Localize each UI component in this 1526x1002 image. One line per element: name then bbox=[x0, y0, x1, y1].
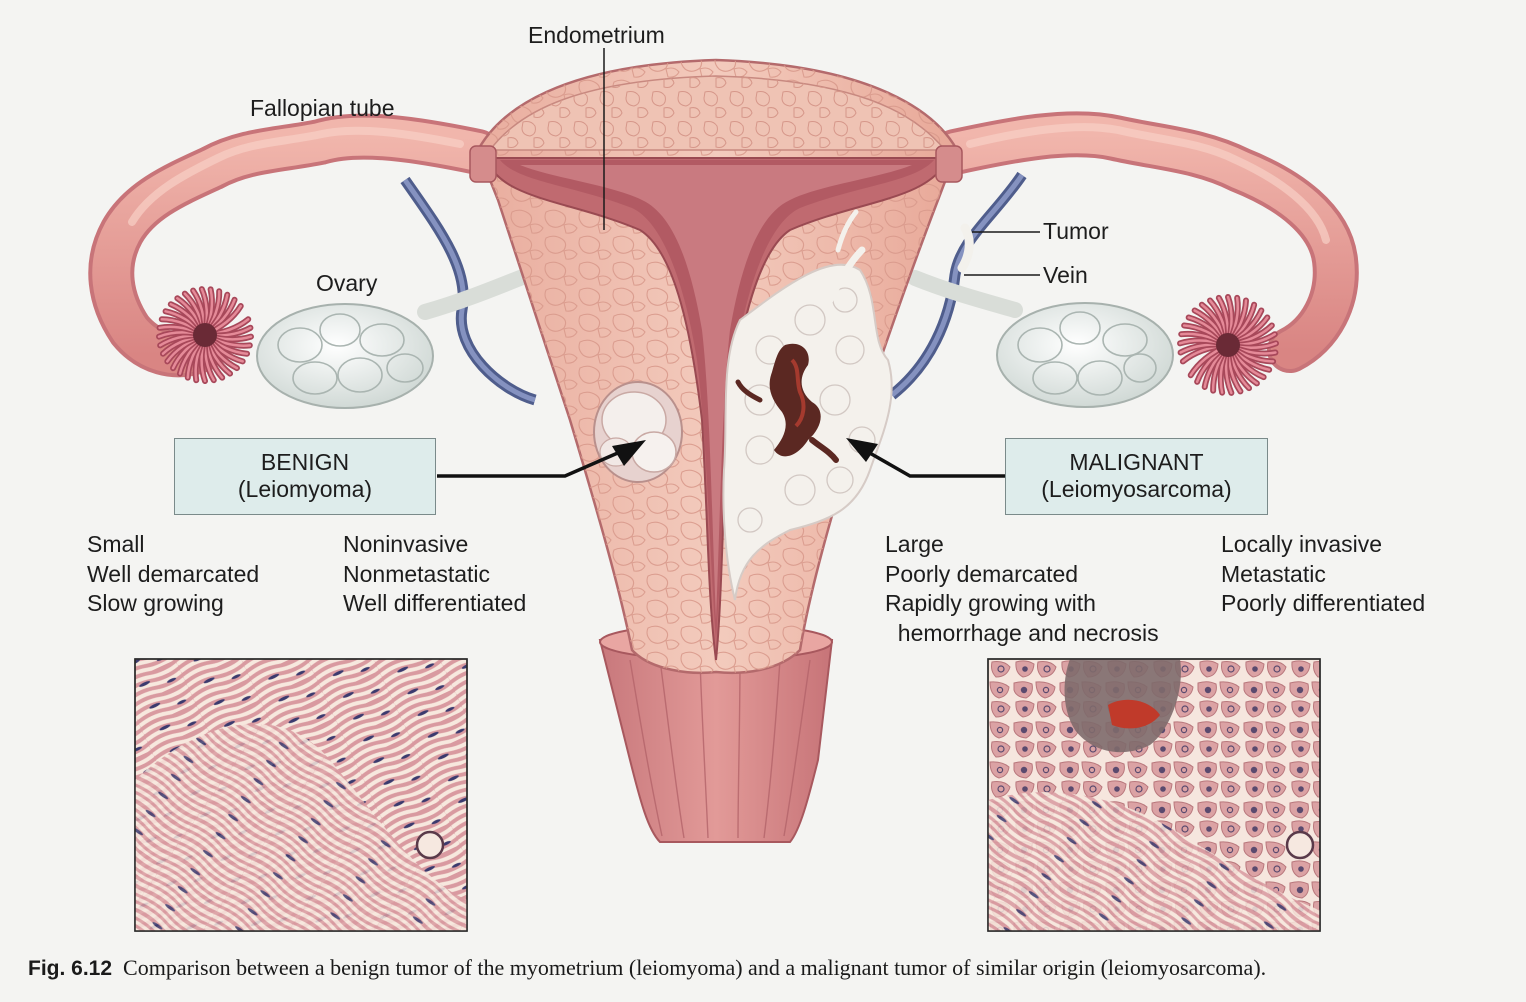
fallopian-tube-label: Fallopian tube bbox=[250, 95, 395, 121]
trait: Nonmetastatic bbox=[343, 560, 491, 587]
benign-histology-panel bbox=[134, 658, 468, 932]
malignant-arrow bbox=[846, 438, 1006, 478]
ovary-right bbox=[996, 302, 1174, 408]
benign-traits-col1: Small Well demarcated Slow growing bbox=[87, 530, 259, 619]
trait: Metastatic bbox=[1221, 560, 1326, 587]
benign-traits-col2: Noninvasive Nonmetastatic Well different… bbox=[343, 530, 526, 619]
trait: Noninvasive bbox=[343, 531, 469, 557]
vein-label: Vein bbox=[1043, 262, 1088, 288]
benign-arrow bbox=[437, 440, 646, 478]
fallopian-tube-left bbox=[88, 113, 501, 378]
caption-text: Comparison between a benign tumor of the… bbox=[123, 955, 1267, 980]
figure-caption: Fig. 6.12 Comparison between a benign tu… bbox=[28, 955, 1508, 981]
malignant-traits-col2: Locally invasive Metastatic Poorly diffe… bbox=[1221, 530, 1425, 619]
malignant-label-box: MALIGNANT (Leiomyosarcoma) bbox=[1005, 438, 1268, 515]
trait: Slow growing bbox=[87, 590, 224, 616]
trait: Rapidly growing with bbox=[885, 590, 1096, 616]
leiomyosarcoma-tumor bbox=[722, 209, 893, 601]
fimbriae-right bbox=[1177, 294, 1279, 396]
fimbriae-left bbox=[156, 286, 254, 384]
benign-subtitle: (Leiomyoma) bbox=[237, 476, 373, 502]
trait: Poorly differentiated bbox=[1221, 590, 1426, 616]
ovary-label: Ovary bbox=[316, 270, 378, 296]
trait: Small bbox=[87, 531, 145, 557]
endometrium-label: Endometrium bbox=[528, 22, 665, 48]
trait: Locally invasive bbox=[1221, 531, 1383, 557]
benign-label-box: BENIGN (Leiomyoma) bbox=[174, 438, 436, 515]
trait: Well differentiated bbox=[343, 590, 527, 616]
malignant-traits-col1: Large Poorly demarcated Rapidly growing … bbox=[885, 530, 1159, 648]
trait: hemorrhage and necrosis bbox=[885, 619, 1159, 646]
tumor-label: Tumor bbox=[1043, 218, 1109, 244]
benign-title: BENIGN bbox=[260, 449, 350, 475]
malignant-subtitle: (Leiomyosarcoma) bbox=[1041, 476, 1232, 502]
ovary-left bbox=[256, 303, 434, 409]
trait: Poorly demarcated bbox=[885, 560, 1079, 587]
trait: Well demarcated bbox=[87, 560, 260, 587]
trait: Large bbox=[885, 531, 944, 557]
fallopian-tube-right bbox=[932, 111, 1359, 373]
vein-tumor bbox=[957, 223, 974, 273]
leiomyoma-tumor bbox=[593, 381, 683, 483]
figure-number: Fig. 6.12 bbox=[28, 957, 113, 980]
malignant-title: MALIGNANT bbox=[1069, 449, 1204, 475]
malignant-histology-panel bbox=[987, 658, 1321, 932]
